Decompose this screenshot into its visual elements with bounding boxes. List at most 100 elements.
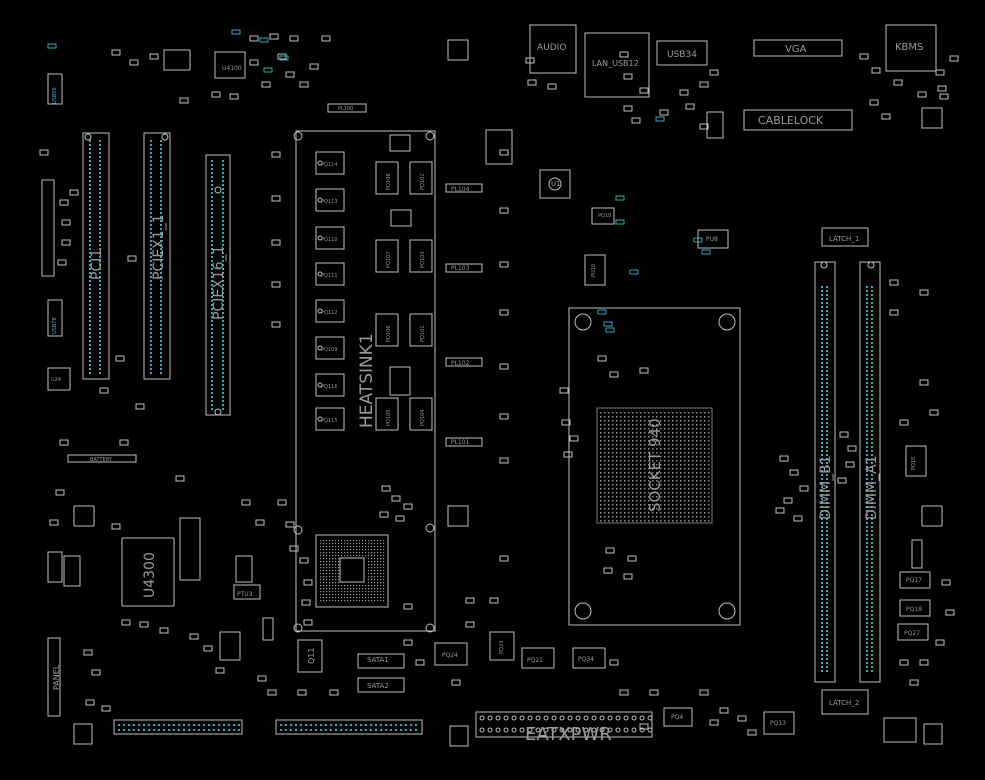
dimm-b1-pin bbox=[826, 394, 828, 396]
header-pin bbox=[405, 729, 407, 731]
socket-pin bbox=[644, 412, 646, 414]
dimm-a1-pin bbox=[866, 510, 868, 512]
dimm-a1-pin bbox=[871, 594, 873, 596]
passive-component bbox=[179, 97, 189, 104]
socket-pin bbox=[696, 500, 698, 502]
socket-pin bbox=[640, 436, 642, 438]
socket-pin bbox=[676, 440, 678, 442]
chipset-ball bbox=[374, 588, 376, 590]
socket-pin bbox=[636, 472, 638, 474]
socket-pin bbox=[648, 484, 650, 486]
mount-hole bbox=[161, 133, 169, 141]
pci-pin bbox=[89, 196, 91, 198]
socket-pin bbox=[688, 452, 690, 454]
socket-pin bbox=[664, 520, 666, 522]
socket-pin bbox=[708, 472, 710, 474]
dimm-a1-pin bbox=[866, 470, 868, 472]
header-pin bbox=[390, 724, 392, 726]
highlighted-part bbox=[263, 67, 273, 73]
dimm-b1-pin bbox=[821, 342, 823, 344]
chipset-ball bbox=[377, 570, 379, 572]
component-outline bbox=[389, 134, 411, 152]
socket-pin bbox=[704, 520, 706, 522]
dimm-b1-pin bbox=[821, 570, 823, 572]
pcie-x16-pin bbox=[222, 252, 224, 254]
mosfet-outline bbox=[409, 239, 433, 273]
socket-pin bbox=[676, 456, 678, 458]
passive-component bbox=[403, 503, 413, 510]
chipset-ball bbox=[350, 552, 352, 554]
passive-component bbox=[261, 81, 271, 88]
socket-pin bbox=[656, 464, 658, 466]
chipset-ball bbox=[365, 591, 367, 593]
socket-pin bbox=[656, 416, 658, 418]
chipset-ball bbox=[383, 552, 385, 554]
pcie-x16-pin bbox=[211, 208, 213, 210]
socket-pin bbox=[600, 520, 602, 522]
socket-pin bbox=[668, 424, 670, 426]
dimm-b1-pin bbox=[821, 314, 823, 316]
socket-pin bbox=[604, 416, 606, 418]
dimm-a1-pin bbox=[871, 334, 873, 336]
passive-component bbox=[499, 309, 509, 316]
socket-mount-hole bbox=[718, 313, 736, 331]
socket-pin bbox=[708, 464, 710, 466]
socket-pin bbox=[608, 468, 610, 470]
dimm-b1-pin bbox=[821, 594, 823, 596]
u4300-label: U4300 bbox=[142, 552, 158, 598]
pq-left-label: PQ111 bbox=[321, 273, 338, 279]
dimm-b1-pin bbox=[826, 450, 828, 452]
pcie-x1-pin bbox=[150, 276, 152, 278]
passive-component bbox=[285, 71, 295, 78]
passive-component bbox=[59, 439, 69, 446]
pq-right-label: PQ103 bbox=[420, 252, 426, 269]
socket-pin bbox=[608, 448, 610, 450]
socket-pin bbox=[652, 452, 654, 454]
socket-pin bbox=[708, 452, 710, 454]
socket-pin bbox=[644, 460, 646, 462]
chipset-ball bbox=[323, 561, 325, 563]
passive-component bbox=[285, 521, 295, 528]
socket-pin bbox=[640, 448, 642, 450]
atx-pin bbox=[551, 715, 557, 721]
socket-pin bbox=[624, 464, 626, 466]
socket-pin bbox=[684, 412, 686, 414]
atx-pin bbox=[527, 715, 533, 721]
chipset-ball bbox=[323, 594, 325, 596]
socket-pin bbox=[660, 452, 662, 454]
pcie-x1-pin bbox=[160, 200, 162, 202]
socket-pin bbox=[600, 472, 602, 474]
dimm-b1-pin bbox=[821, 634, 823, 636]
socket-pin bbox=[684, 420, 686, 422]
atx-pin bbox=[503, 715, 509, 721]
component-outline bbox=[911, 539, 923, 569]
header-pin bbox=[335, 724, 337, 726]
dimm-b1-pin bbox=[821, 410, 823, 412]
pcie-x1-pin bbox=[150, 364, 152, 366]
header-pin bbox=[233, 724, 235, 726]
dimm-b1-pin bbox=[826, 610, 828, 612]
pci-pin bbox=[89, 220, 91, 222]
mount-hole bbox=[425, 623, 435, 633]
socket-pin bbox=[624, 440, 626, 442]
pcie-x16-pin bbox=[222, 264, 224, 266]
passive-component bbox=[403, 639, 413, 646]
pq4-outline bbox=[663, 707, 693, 727]
chipset-ball bbox=[329, 540, 331, 542]
socket-pin bbox=[700, 472, 702, 474]
socket-pin bbox=[684, 504, 686, 506]
pcie-x16-pin bbox=[222, 380, 224, 382]
chipset-ball bbox=[320, 546, 322, 548]
dimm-b1-pin bbox=[821, 354, 823, 356]
passive-component bbox=[69, 189, 79, 196]
chipset-ball bbox=[368, 543, 370, 545]
chipset-ball bbox=[362, 600, 364, 602]
chipset-ball bbox=[371, 594, 373, 596]
component-outline bbox=[73, 723, 93, 745]
socket-pin bbox=[604, 512, 606, 514]
dimm-a1-pin bbox=[866, 670, 868, 672]
dimm-b1-pin bbox=[821, 306, 823, 308]
chipset-ball bbox=[323, 543, 325, 545]
pcie-x1-pin bbox=[150, 148, 152, 150]
atx-pin bbox=[567, 715, 573, 721]
